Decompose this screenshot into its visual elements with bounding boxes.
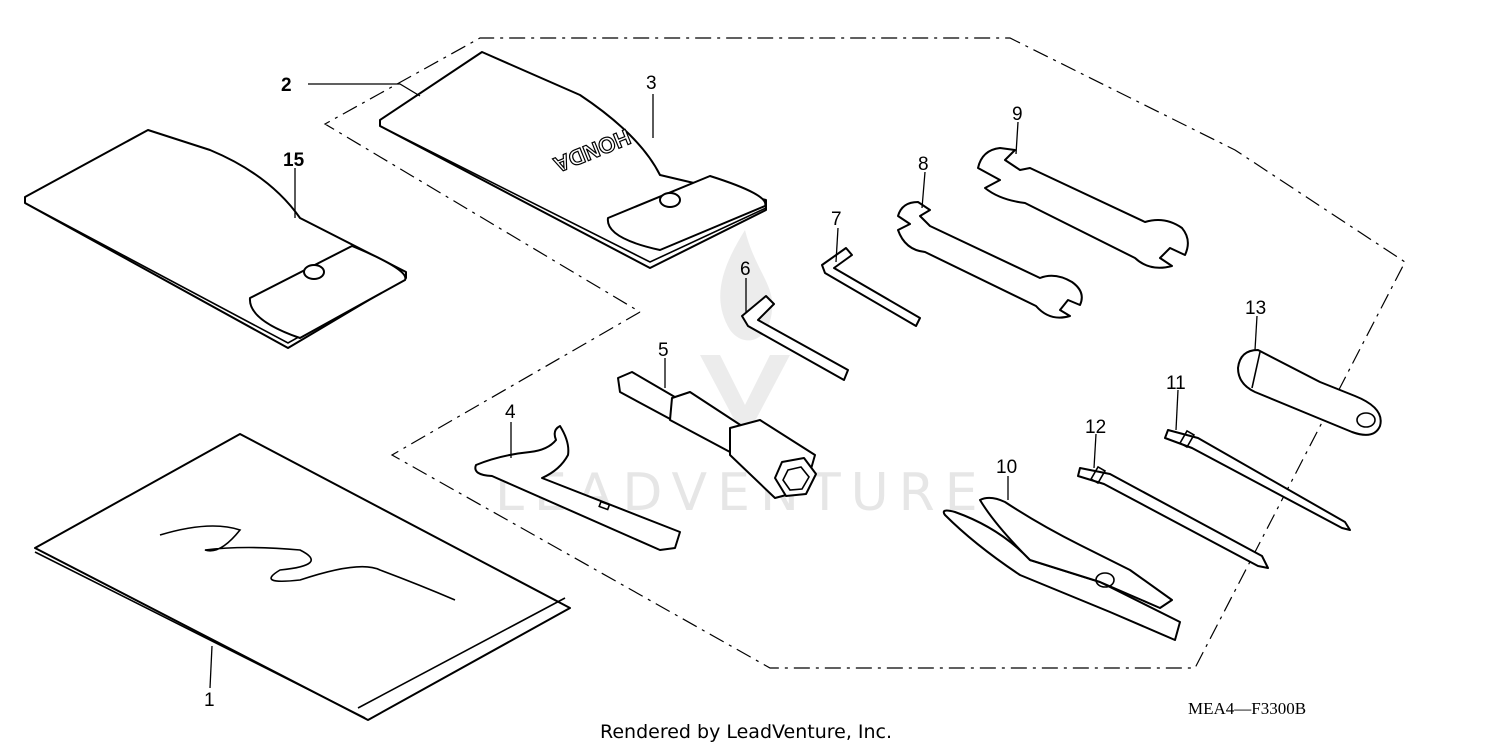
callout-6: 6 xyxy=(740,259,751,280)
part-9-open-wrench xyxy=(977,147,1189,269)
callout-10: 10 xyxy=(996,457,1017,478)
callout-13: 13 xyxy=(1245,298,1266,319)
callout-7: 7 xyxy=(831,209,842,230)
part-11-screwdriver xyxy=(1164,429,1351,531)
callout-15: 15 xyxy=(283,150,305,171)
part-12-screwdriver xyxy=(1077,465,1269,569)
watermark-logo-icon xyxy=(700,230,790,440)
diagram-code: MEA4—F3300B xyxy=(1188,699,1306,718)
part-4-pin-spanner xyxy=(474,425,681,551)
callout-5: 5 xyxy=(658,340,669,361)
part-10-pliers xyxy=(942,496,1181,641)
part-6-hex-key xyxy=(741,295,849,381)
part-5-plug-wrench xyxy=(617,371,817,499)
callout-8: 8 xyxy=(918,154,929,175)
part-1-manual-pouch xyxy=(34,433,571,721)
assembly-outline xyxy=(323,37,1406,669)
callout-9: 9 xyxy=(1012,104,1023,125)
part-3-honda-tool-bag: HONDA xyxy=(379,51,767,269)
callout-2: 2 xyxy=(281,75,292,96)
part-7-hex-key xyxy=(821,247,921,327)
callout-11: 11 xyxy=(1166,373,1186,394)
part-15-tool-bag xyxy=(24,129,407,349)
part-13-driver-handle xyxy=(1237,349,1382,436)
render-credit: Rendered by LeadVenture, Inc. xyxy=(600,721,892,743)
part-8-open-wrench xyxy=(897,201,1083,319)
leader-lines xyxy=(209,83,1258,689)
callout-4: 4 xyxy=(505,402,516,423)
callout-3: 3 xyxy=(646,73,657,94)
callout-1: 1 xyxy=(204,690,215,711)
callout-12: 12 xyxy=(1085,417,1106,438)
